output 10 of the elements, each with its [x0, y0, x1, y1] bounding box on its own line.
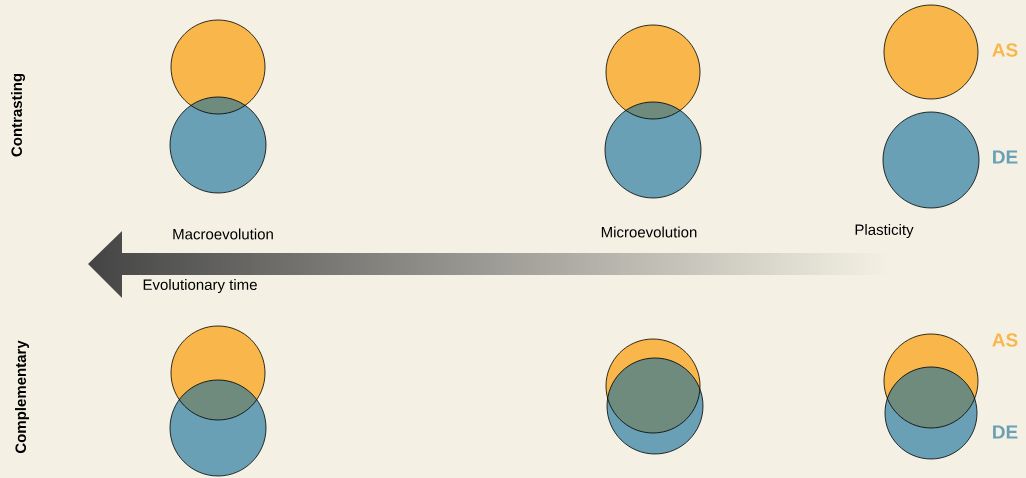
set-label: DE	[993, 425, 1018, 439]
set-label: AS	[992, 43, 1018, 57]
stage-label: Plasticity	[855, 224, 914, 238]
axis-label: Evolutionary time	[143, 279, 257, 293]
row-label: Complementary	[15, 340, 29, 454]
set-label: AS	[992, 333, 1018, 347]
row-label: Contrasting	[11, 73, 26, 157]
stage-label: Microevolution	[601, 226, 697, 238]
stage-label: Macroevolution	[173, 228, 273, 240]
set-label: DE	[993, 150, 1018, 164]
